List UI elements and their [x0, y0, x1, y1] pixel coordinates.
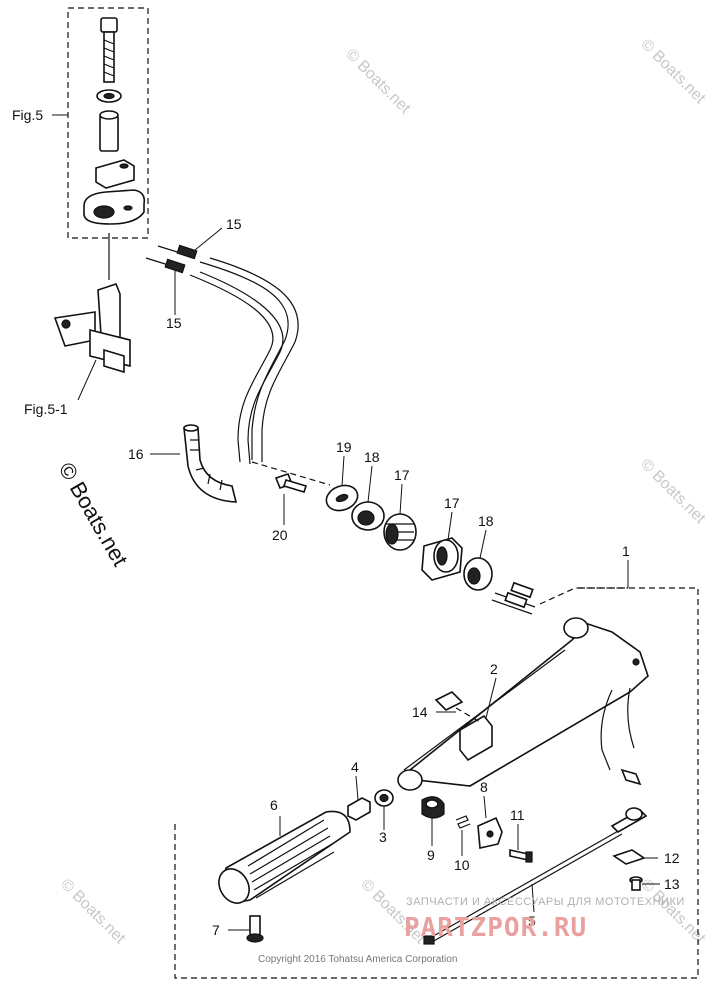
- throttle-cables: [145, 227, 331, 486]
- part-6-grip: [218, 810, 351, 904]
- callout-16: 16: [128, 446, 144, 462]
- callout-4: 4: [351, 759, 359, 775]
- copyright-text: Copyright 2016 Tohatsu America Corporati…: [258, 954, 457, 965]
- part-20-bolt: [274, 473, 308, 525]
- fig5-label: Fig.5: [12, 107, 43, 123]
- part-11-screw: [509, 824, 533, 863]
- cable-ends: [491, 581, 536, 615]
- callout-7: 7: [212, 922, 220, 938]
- callout-14: 14: [412, 704, 428, 720]
- watermark-2: © Boats.net: [637, 36, 709, 108]
- part-17-bush-b: [421, 511, 463, 581]
- part-4: [347, 775, 371, 821]
- part-18-ring-b: [463, 529, 493, 591]
- callout-17b: 17: [444, 495, 460, 511]
- callout-18b: 18: [478, 513, 494, 529]
- callout-19: 19: [336, 439, 352, 455]
- part-8: [477, 795, 503, 849]
- part-19-plate: [325, 455, 359, 512]
- watermark-large: © Boats.net: [54, 458, 133, 570]
- callout-8: 8: [480, 779, 488, 795]
- part-18-ring-a: [351, 465, 385, 531]
- part-14-decal: [434, 691, 481, 723]
- callout-10: 10: [454, 857, 470, 873]
- part-3: [374, 789, 394, 830]
- callout-1: 1: [622, 543, 630, 559]
- watermark-1: © Boats.net: [342, 46, 414, 118]
- part-1-handle: [397, 560, 649, 791]
- callout-15b: 15: [166, 315, 182, 331]
- part-17-bush-a: [383, 483, 417, 551]
- callout-20: 20: [272, 527, 288, 543]
- watermark-4: © Boats.net: [57, 876, 129, 948]
- part-10-spring: [455, 815, 471, 856]
- callout-2: 2: [490, 661, 498, 677]
- shop-overlay-text: ЗАПЧАСТИ И АКСЕССУАРЫ ДЛЯ МОТОТЕХНИКИ: [406, 896, 685, 908]
- watermarks: © Boats.net © Boats.net © Boats.net © Bo…: [54, 36, 709, 948]
- fig5-1-label: Fig.5-1: [24, 401, 68, 417]
- callout-17a: 17: [394, 467, 410, 483]
- part-16-hose: [150, 424, 238, 503]
- callout-9: 9: [427, 847, 435, 863]
- callout-18a: 18: [364, 449, 380, 465]
- part-7-screw: [228, 915, 264, 943]
- brand-overlay: PARTZPOR.RU: [404, 913, 587, 943]
- callout-5: 5: [528, 913, 536, 929]
- part-9: [421, 796, 445, 846]
- callout-3: 3: [379, 829, 387, 845]
- callout-11: 11: [510, 807, 525, 823]
- callouts: 1 2 3 4 5 6 7 8 9 10 11 12 13 14 15 15 1…: [128, 216, 680, 938]
- watermark-3: © Boats.net: [637, 456, 709, 528]
- part-5-rod: [423, 807, 648, 945]
- part-12-clip: [612, 849, 658, 865]
- callout-12: 12: [664, 850, 680, 866]
- fig5-assembly: Fig.5: [12, 7, 149, 280]
- callout-13: 13: [664, 876, 680, 892]
- part-13-screw: [629, 876, 660, 891]
- callout-15a: 15: [226, 216, 242, 232]
- fig5-1-bracket: Fig.5-1: [24, 283, 131, 417]
- callout-6: 6: [270, 797, 278, 813]
